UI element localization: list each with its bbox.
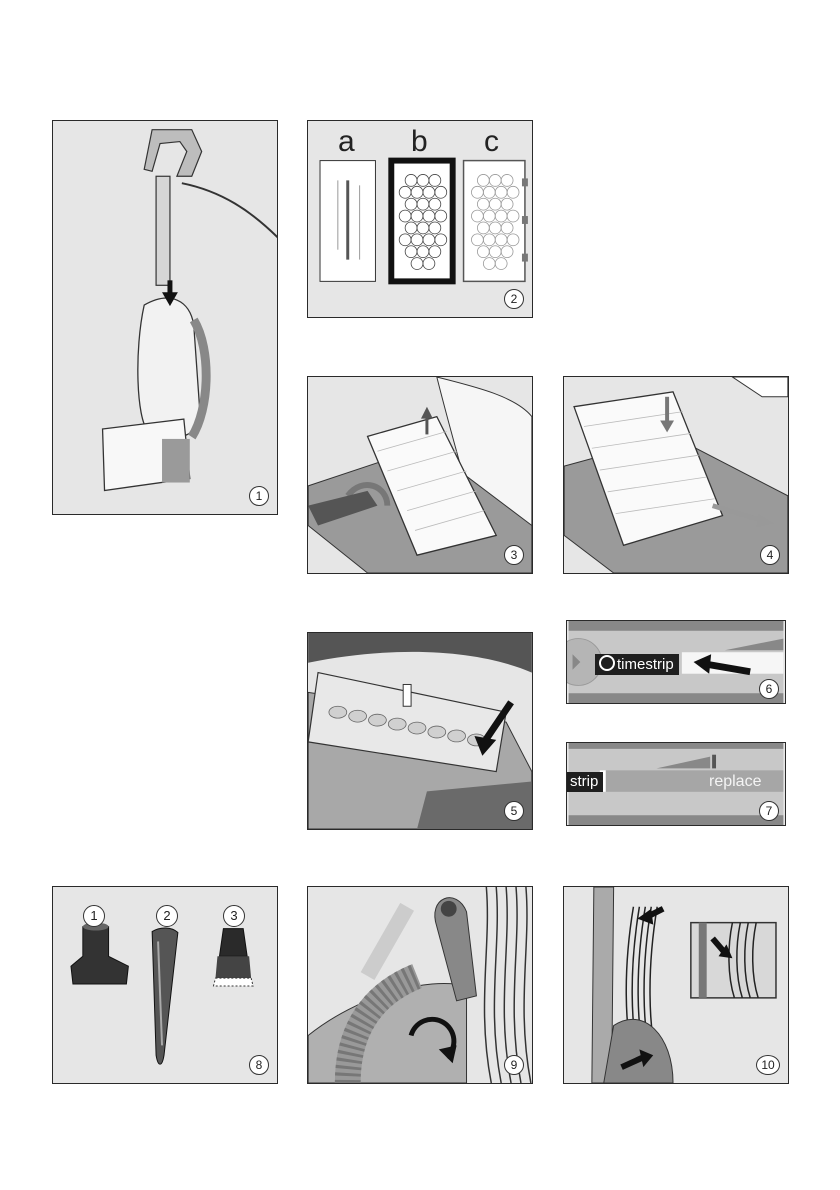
figure-number: 3 [504,545,524,565]
insert-filter-illustration [564,377,788,573]
label-a: a [338,125,355,159]
tool-number-2: 2 [156,905,178,927]
figure-number: 2 [504,289,524,309]
tool-number-1: 1 [83,905,105,927]
figure-10-cable-storage: 10 [563,886,789,1084]
figure-9-hose-cable: 9 [307,886,533,1084]
figure-4-insert-filter: 4 [563,376,789,574]
cable-storage-illustration [564,887,788,1083]
vacuum-illustration [53,121,277,514]
tool-number-3: 3 [223,905,245,927]
figure-3-remove-filter: 3 [307,376,533,574]
figure-number: 4 [760,545,780,565]
figure-number: 9 [504,1055,524,1075]
figure-number: 5 [504,801,524,821]
figure-number: 10 [756,1055,780,1075]
timestrip-label: timestrip [595,654,679,675]
figure-7-timestrip-replace: strip replace 7 [566,742,786,826]
timestrip-text: timestrip [617,656,674,673]
remove-filter-illustration [308,377,532,573]
figure-number: 8 [249,1055,269,1075]
figure-1-vacuum-upright: 1 [52,120,278,515]
figure-6-timestrip-activate: timestrip 6 [566,620,786,704]
label-c: c [484,125,499,159]
replace-label: replace [709,773,761,791]
hose-cable-illustration [308,887,532,1083]
clock-icon [599,655,615,671]
strip-label: strip [567,772,603,792]
filter-installed-illustration [308,633,532,829]
figure-2-filter-types: a b c 2 [307,120,533,318]
label-b: b [411,125,428,159]
figure-number: 6 [759,679,779,699]
figure-5-filter-installed: 5 [307,632,533,830]
figure-number: 1 [249,486,269,506]
figure-8-accessories: 1 2 3 8 [52,886,278,1084]
figure-number: 7 [759,801,779,821]
